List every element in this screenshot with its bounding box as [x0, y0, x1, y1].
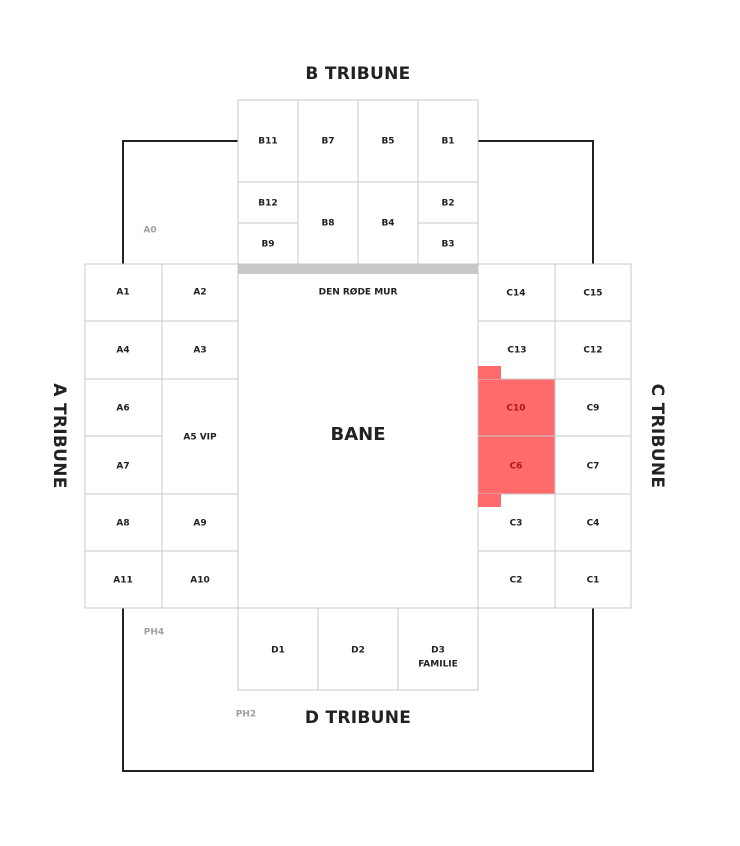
section-c6[interactable]: C6	[477, 435, 556, 495]
section-c12[interactable]: C12	[554, 320, 632, 380]
svg-text:A10: A10	[190, 576, 210, 586]
area-label-ph4: PH4	[144, 628, 164, 638]
section-a3[interactable]: A3	[161, 320, 239, 380]
svg-text:C10: C10	[506, 404, 525, 414]
section-c7[interactable]: C7	[554, 435, 632, 495]
svg-text:A8: A8	[116, 519, 129, 529]
section-b5[interactable]: B5	[357, 99, 419, 183]
section-b9[interactable]: B9	[237, 222, 299, 265]
section-a1[interactable]: A1	[84, 263, 163, 322]
svg-text:C9: C9	[587, 404, 600, 414]
svg-text:B4: B4	[381, 219, 394, 229]
section-b1[interactable]: B1	[417, 99, 479, 183]
red-wall-label: DEN RØDE MUR	[319, 287, 398, 298]
svg-text:D2: D2	[351, 646, 365, 656]
section-a2[interactable]: A2	[161, 263, 239, 322]
section-b2[interactable]: B2	[417, 181, 479, 224]
svg-text:B2: B2	[441, 199, 454, 209]
svg-text:A6: A6	[116, 404, 129, 414]
svg-text:A1: A1	[116, 288, 129, 298]
svg-text:C14: C14	[506, 289, 525, 299]
section-c14[interactable]: C14	[477, 263, 556, 322]
svg-text:B1: B1	[441, 137, 454, 147]
area-label-a0: A0	[143, 226, 156, 236]
svg-text:A2: A2	[193, 288, 206, 298]
svg-text:C6: C6	[510, 462, 523, 472]
svg-text:D3: D3	[431, 646, 445, 656]
section-a10[interactable]: A10	[161, 550, 239, 609]
section-d2[interactable]: D2	[317, 607, 399, 691]
svg-text:C12: C12	[583, 346, 602, 356]
svg-text:A7: A7	[116, 462, 129, 472]
svg-text:A3: A3	[193, 346, 206, 356]
section-c10[interactable]: C10	[477, 378, 556, 437]
c-tribune-label: C TRIBUNE	[647, 384, 667, 489]
a-tribune-label: A TRIBUNE	[49, 383, 69, 488]
b-tribune-label: B TRIBUNE	[305, 64, 410, 84]
section-b7[interactable]: B7	[297, 99, 359, 183]
section-d1[interactable]: D1	[237, 607, 319, 691]
svg-text:A4: A4	[116, 346, 129, 356]
svg-text:C15: C15	[583, 289, 602, 299]
svg-text:B5: B5	[381, 137, 394, 147]
area-label-ph2: PH2	[236, 710, 256, 720]
section-a5-vip[interactable]: A5 VIP	[161, 378, 239, 495]
perimeter-lines	[122, 140, 594, 772]
section-d3-familie[interactable]: D3 FAMILIE	[397, 607, 479, 691]
svg-text:B8: B8	[321, 219, 334, 229]
svg-text:C1: C1	[587, 576, 600, 586]
svg-text:FAMILIE: FAMILIE	[418, 660, 458, 670]
svg-text:A11: A11	[113, 576, 133, 586]
section-b4[interactable]: B4	[357, 181, 419, 265]
svg-text:C13: C13	[507, 346, 526, 356]
svg-text:C7: C7	[587, 462, 600, 472]
section-b11[interactable]: B11	[237, 99, 299, 183]
section-a11[interactable]: A11	[84, 550, 163, 609]
section-b3[interactable]: B3	[417, 222, 479, 265]
section-a7[interactable]: A7	[84, 435, 163, 495]
section-a4[interactable]: A4	[84, 320, 163, 380]
section-c9[interactable]: C9	[554, 378, 632, 437]
svg-text:B7: B7	[321, 137, 334, 147]
red-wall-bar	[238, 264, 478, 274]
section-b8[interactable]: B8	[297, 181, 359, 265]
section-c4[interactable]: C4	[554, 493, 632, 552]
svg-text:B12: B12	[258, 199, 277, 209]
svg-text:B9: B9	[261, 240, 274, 250]
selection-tab-bottom	[478, 494, 501, 507]
section-b12[interactable]: B12	[237, 181, 299, 224]
svg-text:C4: C4	[587, 519, 600, 529]
section-a9[interactable]: A9	[161, 493, 239, 552]
section-c1[interactable]: C1	[554, 550, 632, 609]
svg-text:B11: B11	[258, 137, 277, 147]
svg-text:A9: A9	[193, 519, 206, 529]
svg-text:D1: D1	[271, 646, 285, 656]
section-c15[interactable]: C15	[554, 263, 632, 322]
d-tribune-label: D TRIBUNE	[305, 708, 411, 728]
section-c13[interactable]: C13	[477, 320, 556, 380]
section-a8[interactable]: A8	[84, 493, 163, 552]
field: DEN RØDE MUR BANE	[237, 263, 479, 609]
svg-text:C2: C2	[510, 576, 523, 586]
section-c2[interactable]: C2	[477, 550, 556, 609]
field-label: BANE	[330, 424, 385, 445]
svg-text:C3: C3	[510, 519, 523, 529]
svg-text:A5 VIP: A5 VIP	[183, 433, 217, 443]
svg-text:B3: B3	[441, 240, 454, 250]
selection-tab-top	[478, 366, 501, 379]
section-a6[interactable]: A6	[84, 378, 163, 437]
